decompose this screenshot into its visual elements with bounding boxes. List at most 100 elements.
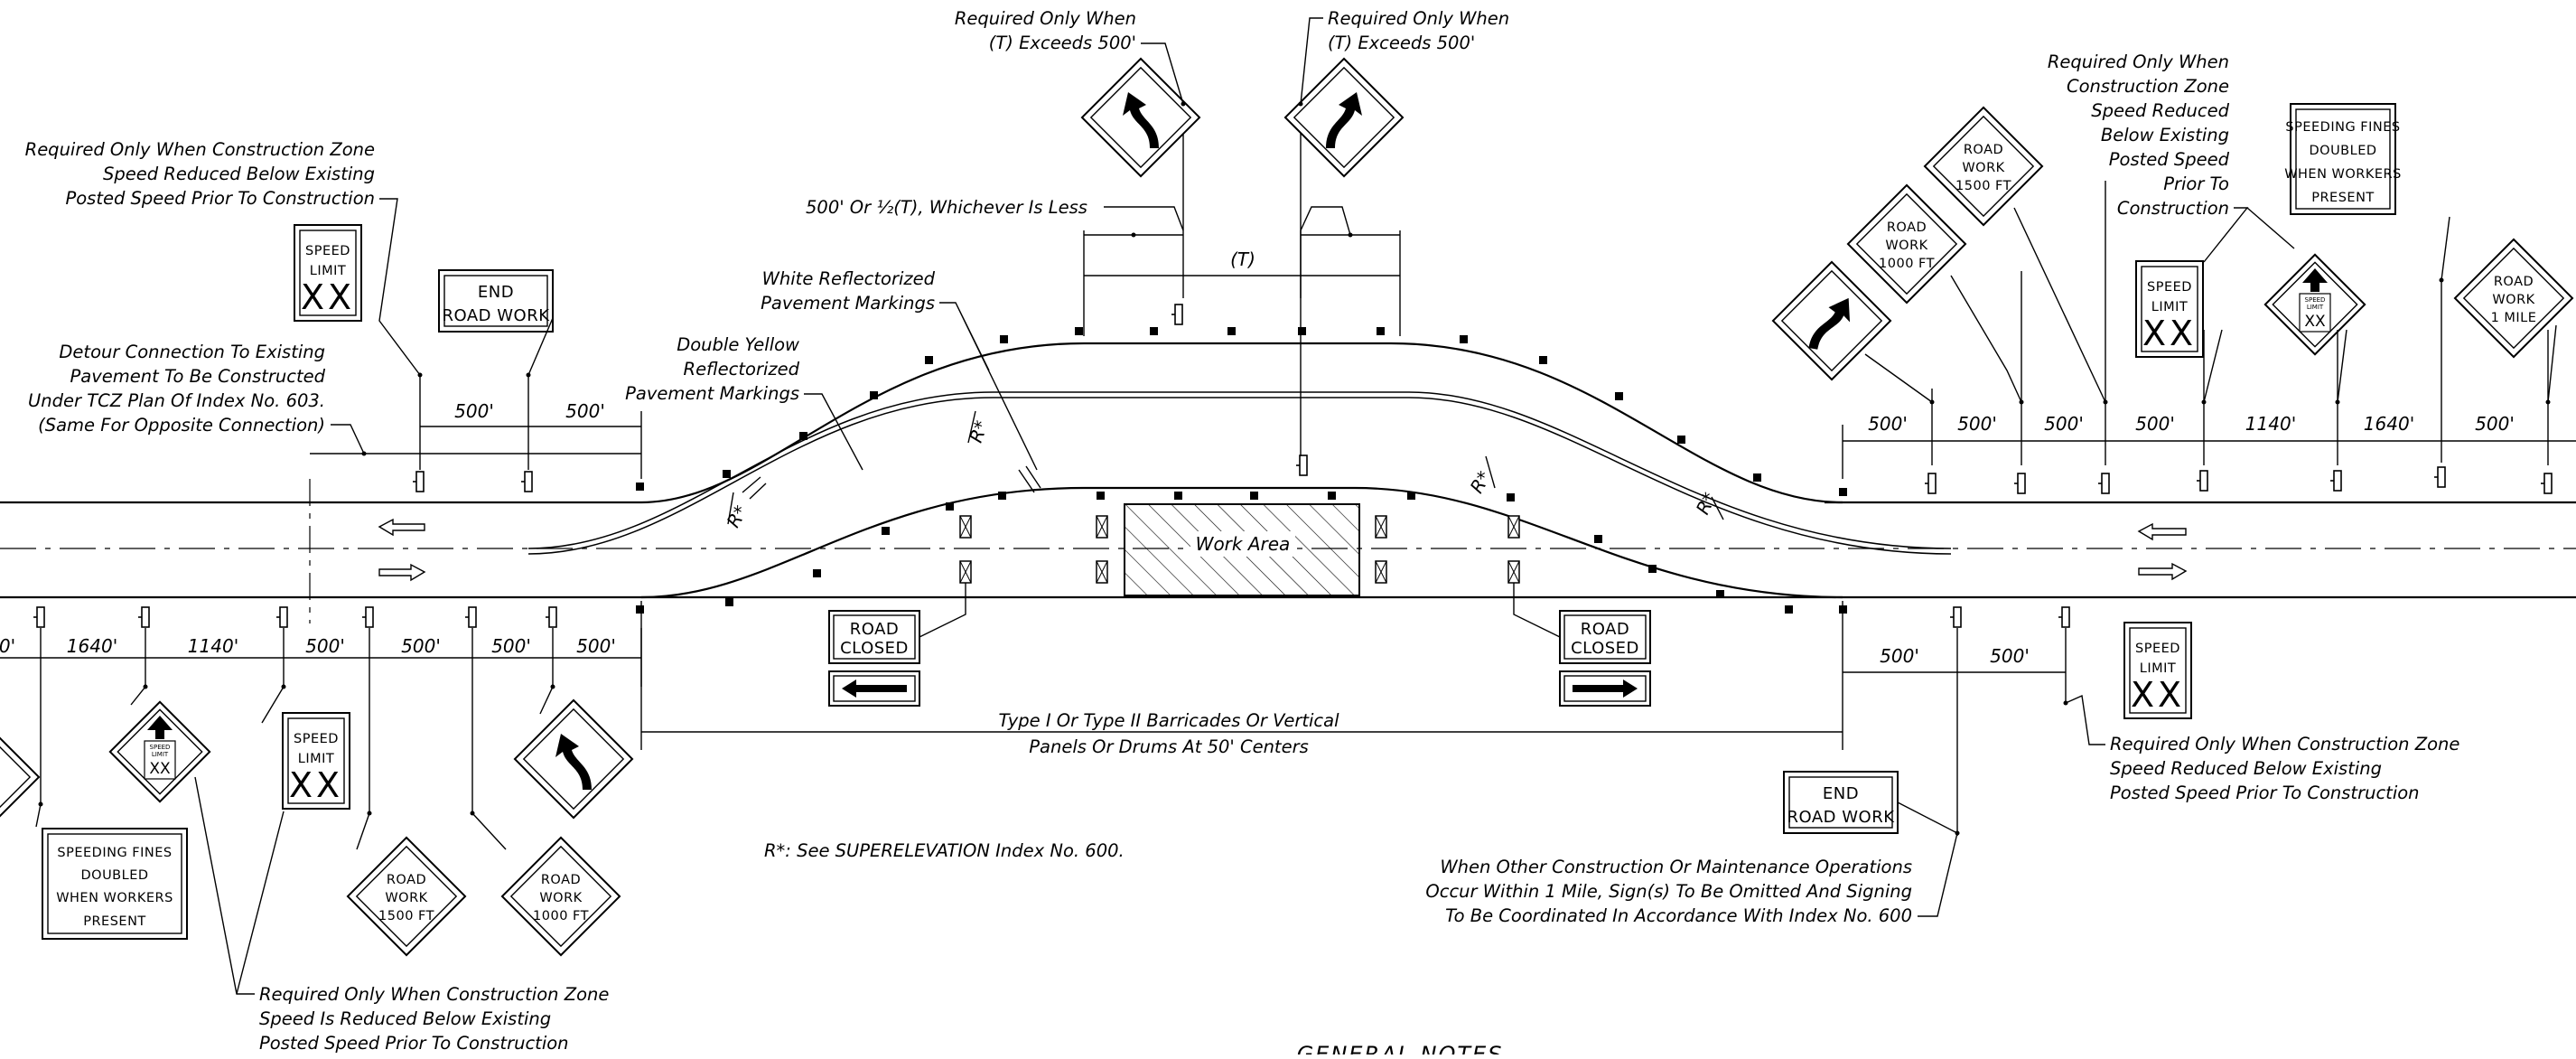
note-white-markings: White Reflectorized Pavement Markings (761, 268, 1038, 471)
svg-text:LIMIT: LIMIT (2140, 661, 2177, 676)
svg-text:Occur Within 1 Mile, Sign(s) T: Occur Within 1 Mile, Sign(s) To Be Omitt… (1425, 881, 1912, 902)
svg-text:Speed Is Reduced Below Existin: Speed Is Reduced Below Existing (259, 1008, 551, 1029)
svg-text:SPEED: SPEED (294, 732, 339, 746)
svg-text:Detour Connection To Existing: Detour Connection To Existing (59, 342, 325, 362)
svg-text:500': 500' (1868, 413, 1908, 435)
dimensions-top-left: 500' 500' (310, 375, 642, 479)
general-notes-heading: GENERAL NOTES (1297, 1042, 1504, 1054)
note-superelevation: R*: See SUPERELEVATION Index No. 600. (764, 840, 1125, 861)
svg-text:Pavement To Be Constructed: Pavement To Be Constructed (70, 366, 326, 387)
svg-text:500': 500' (1880, 645, 1919, 667)
svg-text:500': 500' (1957, 413, 1997, 435)
svg-text:R*: R* (723, 501, 752, 531)
speed-limit-sign-top-left: SPEED LIMIT XX (294, 224, 362, 322)
dimensions-top-right: 500' 500' 500' 500' 1140' 1640' 500' (1842, 181, 2576, 479)
svg-text:When Other Construction Or Mai: When Other Construction Or Maintenance O… (1440, 857, 1912, 877)
note-detour-connection: Detour Connection To Existing Pavement T… (28, 342, 367, 456)
detour-alignment (527, 342, 1952, 599)
svg-text:XX: XX (2304, 313, 2326, 331)
svg-text:Required Only When: Required Only When (2048, 52, 2229, 72)
speed-limit-sign-bottom-left: SPEED LIMIT XX (282, 712, 350, 810)
svg-text:SPEEDING FINES: SPEEDING FINES (2285, 120, 2400, 135)
lane-direction-arrows (378, 518, 2188, 582)
partial-diamond-sign-bottom-left (0, 717, 41, 838)
svg-text:500': 500' (2044, 413, 2084, 435)
dimensions-bottom-left: 0' 1640' 1140' 500' 500' 500' 500' (0, 628, 642, 850)
svg-text:(T) Exceeds 500': (T) Exceeds 500' (1328, 33, 1475, 53)
speed-zone-ahead-sign-bottom-left: SPEED LIMIT XX (108, 700, 211, 803)
svg-text:WORK: WORK (539, 891, 582, 905)
svg-text:END: END (1823, 784, 1859, 803)
note-speed-limit-top-left: Required Only When Construction Zone Spe… (25, 139, 554, 378)
svg-text:LIMIT: LIMIT (2151, 300, 2189, 314)
svg-text:WORK: WORK (2492, 293, 2534, 307)
svg-text:LIMIT: LIMIT (298, 752, 335, 766)
svg-text:XX: XX (149, 760, 171, 778)
svg-text:1140': 1140' (188, 635, 238, 657)
svg-text:Construction Zone: Construction Zone (2067, 76, 2229, 97)
road-work-1mile-sign-top: ROAD WORK 1 MILE (2453, 238, 2574, 359)
note-yellow-markings: Double Yellow Reflectorized Pavement Mar… (625, 334, 863, 471)
svg-text:SPEED: SPEED (2305, 296, 2326, 304)
svg-text:Required Only When: Required Only When (1328, 8, 1509, 29)
svg-text:500': 500' (576, 635, 616, 657)
svg-text:ROAD: ROAD (2494, 275, 2534, 289)
svg-text:500': 500' (565, 400, 605, 422)
reverse-curve-sign-left (1080, 57, 1201, 178)
svg-text:1500 FT: 1500 FT (378, 909, 434, 923)
svg-text:Prior To: Prior To (2163, 173, 2229, 194)
svg-text:SPEED: SPEED (150, 744, 171, 751)
svg-text:500': 500' (1990, 645, 2030, 667)
end-road-work-sign-top-left: END ROAD WORK (438, 269, 554, 333)
work-area: Work Area (1124, 503, 1360, 596)
svg-text:WHEN WORKERS: WHEN WORKERS (56, 891, 173, 905)
svg-text:Required Only When Constructio: Required Only When Construction Zone (259, 984, 609, 1005)
tangent-dimension: (T) 500' Or ½(T), Whichever Is Less (806, 104, 1401, 456)
svg-text:500' Or ½(T), Whichever Is Les: 500' Or ½(T), Whichever Is Less (806, 197, 1087, 218)
svg-text:White Reflectorized: White Reflectorized (762, 268, 936, 289)
svg-text:Posted Speed Prior To Construc: Posted Speed Prior To Construction (2110, 783, 2420, 803)
svg-text:1 MILE: 1 MILE (2491, 311, 2537, 325)
note-barricades: Type I Or Type II Barricades Or Vertical… (640, 601, 1843, 757)
svg-text:LIMIT: LIMIT (310, 264, 347, 278)
svg-text:1140': 1140' (2245, 413, 2296, 435)
svg-text:500': 500' (491, 635, 531, 657)
svg-text:Speed Reduced Below Existing: Speed Reduced Below Existing (103, 164, 375, 184)
fines-doubled-sign-top-right: SPEEDING FINES DOUBLED WHEN WORKERS PRES… (2284, 103, 2402, 215)
svg-text:XX: XX (2131, 675, 2185, 715)
svg-text:DOUBLED: DOUBLED (2309, 144, 2376, 158)
svg-text:ROAD WORK: ROAD WORK (1787, 808, 1895, 827)
svg-text:Panels Or Drums At 50' Centers: Panels Or Drums At 50' Centers (1029, 736, 1309, 757)
svg-text:Posted Speed Prior To Construc: Posted Speed Prior To Construction (65, 188, 375, 209)
svg-text:WORK: WORK (1885, 239, 1927, 253)
svg-text:Posted Speed Prior To Construc: Posted Speed Prior To Construction (259, 1033, 569, 1054)
road-closed-sign-right: ROAD CLOSED (1559, 610, 1651, 707)
svg-text:ROAD: ROAD (387, 873, 426, 887)
svg-text:CLOSED: CLOSED (840, 639, 909, 658)
svg-text:SPEED: SPEED (305, 244, 350, 258)
end-road-work-sign-bottom-right: END ROAD WORK (1783, 771, 1899, 834)
svg-text:ROAD: ROAD (850, 620, 900, 639)
road-work-1500ft-sign-top: ROAD WORK 1500 FT (1923, 106, 2044, 227)
svg-text:WORK: WORK (385, 891, 427, 905)
svg-text:1000 FT: 1000 FT (1879, 257, 1935, 271)
svg-text:Double Yellow: Double Yellow (677, 334, 799, 355)
road-work-1000ft-sign: ROAD WORK 1000 FT (1846, 183, 1967, 305)
svg-text:Speed Reduced Below Existing: Speed Reduced Below Existing (2110, 758, 2382, 779)
dimensions-bottom-right: 500' 500' (1843, 628, 2068, 836)
svg-text:1500 FT: 1500 FT (1955, 179, 2011, 193)
svg-text:XX: XX (289, 765, 343, 805)
svg-text:500': 500' (454, 400, 494, 422)
svg-text:To Be Coordinated In Accordanc: To Be Coordinated In Accordance With Ind… (1445, 905, 1912, 926)
svg-text:ROAD: ROAD (1581, 620, 1630, 639)
note-speed-limit-bottom-left: Required Only When Construction Zone Spe… (194, 776, 609, 1054)
reverse-curve-sign-right (1283, 57, 1405, 178)
svg-text:LIMIT: LIMIT (2307, 304, 2324, 311)
svg-text:Work Area: Work Area (1196, 533, 1291, 555)
svg-text:Reflectorized: Reflectorized (684, 359, 800, 380)
svg-text:XX: XX (2142, 314, 2197, 353)
speed-limit-sign-bottom-right: SPEED LIMIT XX (2123, 622, 2192, 719)
svg-text:WHEN WORKERS: WHEN WORKERS (2284, 167, 2402, 182)
road-work-1500ft-sign-bottom: ROAD WORK 1500 FT (346, 836, 467, 957)
